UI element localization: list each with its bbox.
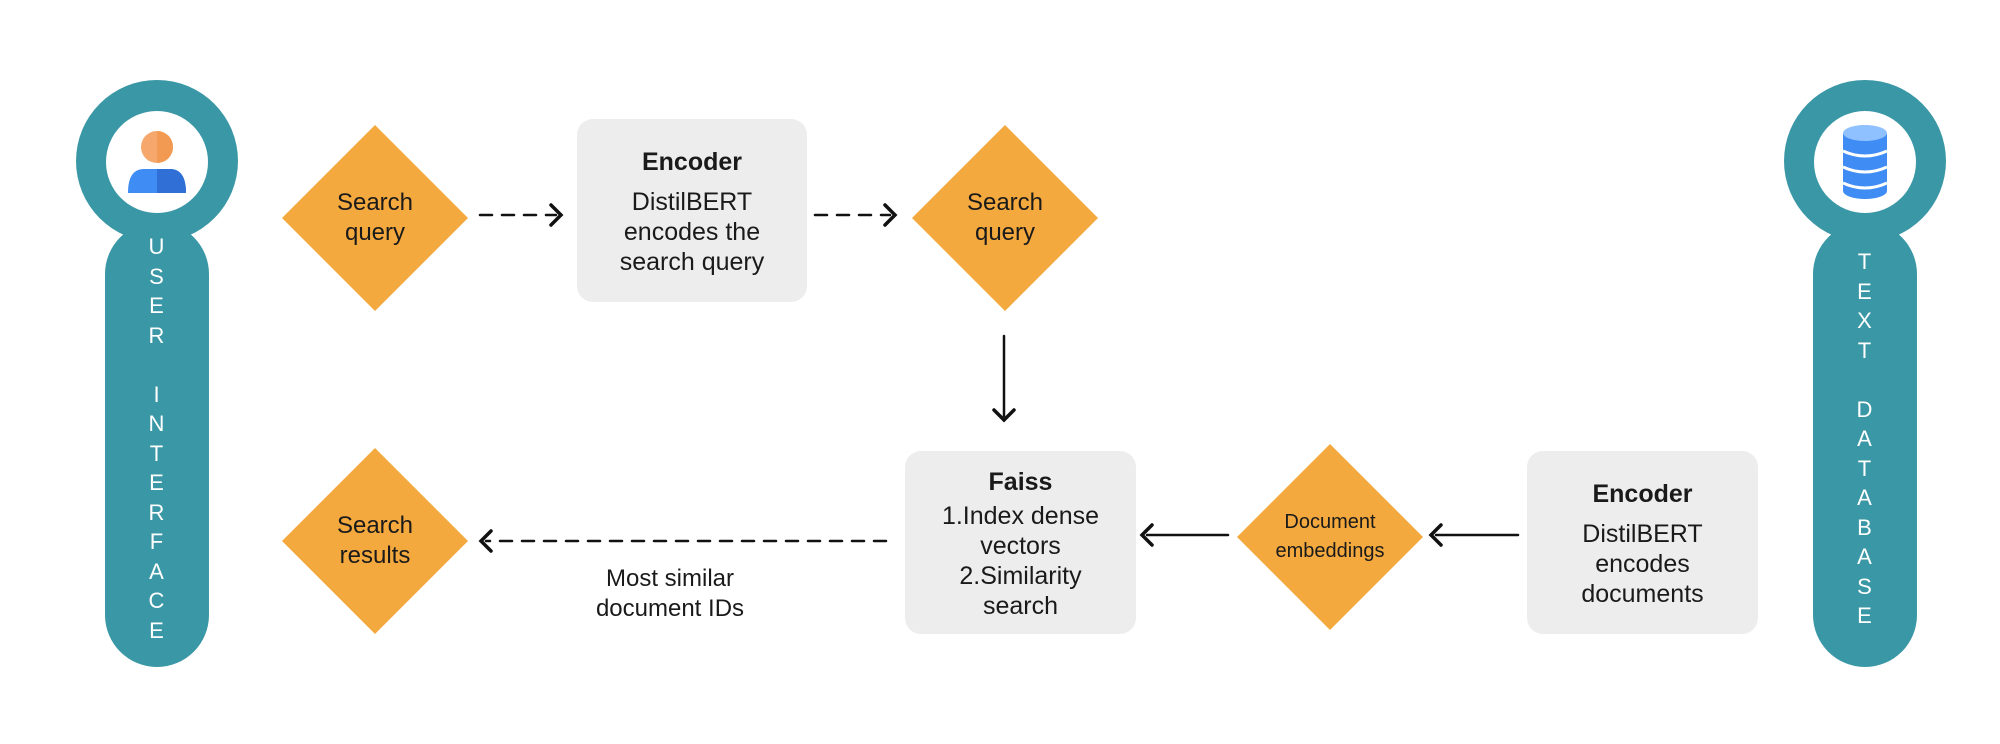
document-embeddings-node: Document embeddings [1237, 444, 1423, 630]
database-icon [1842, 125, 1888, 199]
user-interface-letter: F [149, 529, 165, 554]
text-database-letter: T [1857, 455, 1873, 481]
user-icon-circle [106, 111, 208, 213]
text-database-letter: E [1857, 603, 1873, 628]
user-interface-letter: E [149, 617, 165, 643]
text-database-letter: T [1857, 249, 1873, 274]
encoder-query-box: Encoder DistilBERT encodes the search qu… [577, 119, 807, 302]
user-interface-letter: A [149, 558, 165, 584]
search-query-node: Search query [282, 125, 468, 311]
text-database-letter: E [1857, 278, 1873, 304]
search-results-label: Search results [336, 512, 414, 569]
faiss-text: 1.Index dense vectors 2.Similarity searc… [941, 501, 1100, 620]
encoder-docs-text: DistilBERT encodes documents [1581, 519, 1704, 608]
arrowhead-faiss-to-results [478, 529, 493, 553]
user-interface-letter: I [153, 381, 161, 407]
most-similar-label: Most similar document IDs [595, 565, 745, 622]
user-interface-letter: T [149, 440, 165, 466]
text-database-letter: D [1856, 396, 1874, 422]
arrowhead-query-to-faiss [992, 408, 1016, 423]
user-icon [128, 131, 186, 193]
text-database-bar [1813, 222, 1917, 667]
encoder-docs-box: Encoder DistilBERT encodes documents [1527, 451, 1758, 634]
encoder-query-text: DistilBERT encodes the search query [619, 187, 765, 276]
text-database-letter: B [1857, 514, 1873, 540]
user-interface-letter: U [148, 234, 166, 259]
user-interface-letter: E [149, 293, 165, 318]
user-interface-letter: C [148, 588, 166, 613]
database-icon-circle [1814, 111, 1916, 213]
encoder-query-title: Encoder [641, 147, 743, 176]
arrowhead-encoder-to-embeddings [1428, 523, 1443, 547]
user-interface-letter: S [149, 263, 165, 289]
faiss-box: Faiss 1.Index dense vectors 2.Similarity… [905, 451, 1136, 634]
user-interface-letter: N [148, 411, 166, 436]
user-interface-bar [105, 222, 209, 667]
search-results-node: Search results [282, 448, 468, 634]
user-interface-letter: E [149, 470, 165, 495]
text-database-letter: A [1857, 544, 1873, 569]
document-embeddings-label: Document embeddings [1275, 511, 1385, 562]
arrowhead-query-to-encoder [549, 203, 564, 227]
text-database-letter: S [1857, 573, 1873, 599]
search-query-label: Search query [336, 189, 414, 246]
faiss-title: Faiss [988, 467, 1053, 496]
text-database-letter: A [1857, 485, 1873, 510]
user-interface-letter: R [148, 322, 166, 348]
search-query-encoded-node: Search query [912, 125, 1098, 311]
text-database-letter: T [1857, 337, 1873, 363]
search-query-encoded-label: Search query [966, 189, 1044, 246]
text-database-letter: X [1857, 308, 1873, 333]
text-database-letter: A [1857, 426, 1873, 451]
user-interface-letter: R [148, 499, 166, 525]
arrowhead-encoder-to-query [883, 203, 898, 227]
encoder-docs-title: Encoder [1592, 479, 1693, 508]
arrowhead-embeddings-to-faiss [1139, 523, 1154, 547]
